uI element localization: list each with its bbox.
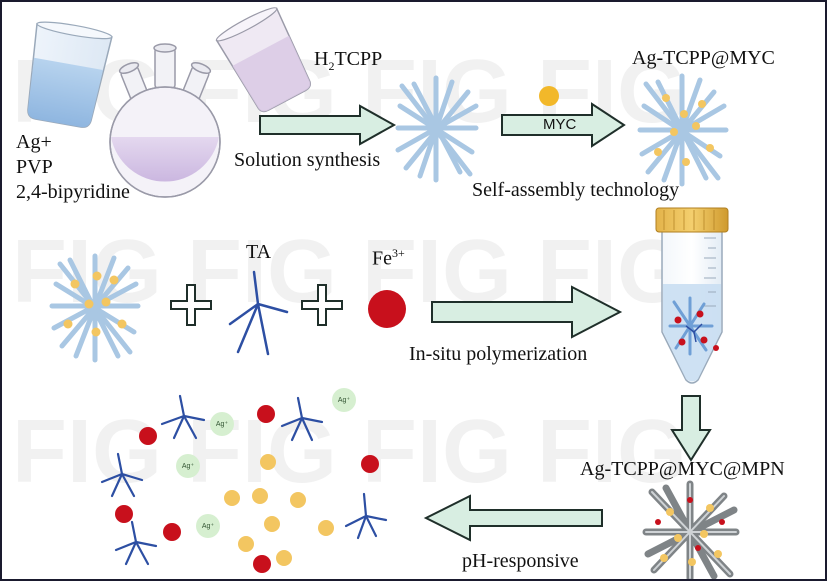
ta-molecule-icon (100, 394, 388, 566)
fe3-ion-icon (115, 405, 379, 573)
label-ag-tcpp-myc: Ag-TCPP@MYC (632, 47, 775, 69)
arrow-ph-responsive (423, 494, 603, 542)
label-fe3: Fe3+ (372, 246, 405, 270)
beaker-icon (27, 21, 113, 128)
three-neck-flask-icon (109, 43, 221, 198)
ag-bubble-label: Ag⁺ (202, 523, 215, 530)
label-h2tcpp: H2TCPP (314, 48, 383, 73)
label-ag-plus: Ag+ (16, 131, 52, 153)
svg-text:FIG FIG FIG FIG: FIG FIG FIG FIG (12, 402, 687, 502)
released-products (100, 388, 388, 573)
arrow-in-situ-polymerization (431, 285, 623, 339)
arrow-self-assembly (501, 102, 626, 148)
ag-tcpp-myc-cluster-icon (637, 73, 729, 187)
ta-molecule-icon (228, 270, 289, 356)
myc-molecule-icon (539, 86, 559, 106)
ag-bubble-label: Ag⁺ (182, 463, 195, 470)
label-myc: MYC (543, 116, 577, 133)
label-self-assembly: Self-assembly technology (472, 179, 680, 201)
watermark: FIG FIG FIG FIG FIG FIG FIG FIG FIG FIG … (12, 42, 687, 502)
label-ph-responsive: pH-responsive (462, 550, 579, 572)
ag-tcpp-myc-particle-icon (49, 253, 141, 363)
arrow-solution-synthesis (259, 104, 397, 146)
label-ta: TA (246, 241, 272, 263)
myc-molecule-icon (224, 454, 334, 566)
label-ag-tcpp-myc-mpn: Ag-TCPP@MYC@MPN (580, 458, 785, 480)
test-tube-icon (655, 207, 729, 384)
arrow-down (670, 395, 712, 462)
fe3-ion-icon (368, 290, 406, 328)
label-in-situ-polymerization: In-situ polymerization (409, 343, 588, 365)
ag-bubble-label: Ag⁺ (338, 397, 351, 404)
plus-icon (301, 284, 343, 326)
plus-icon (170, 284, 212, 326)
label-pvp: PVP (16, 156, 53, 178)
label-solution-synthesis: Solution synthesis (234, 149, 381, 171)
ag-ion-icon (176, 388, 356, 538)
ag-tcpp-myc-mpn-cluster-icon (642, 480, 740, 579)
tcpp-rod-cluster-icon (395, 75, 479, 183)
pouring-beaker-icon (215, 7, 312, 113)
label-bipyridine: 2,4-bipyridine (16, 181, 130, 203)
ag-bubble-label: Ag⁺ (216, 421, 229, 428)
